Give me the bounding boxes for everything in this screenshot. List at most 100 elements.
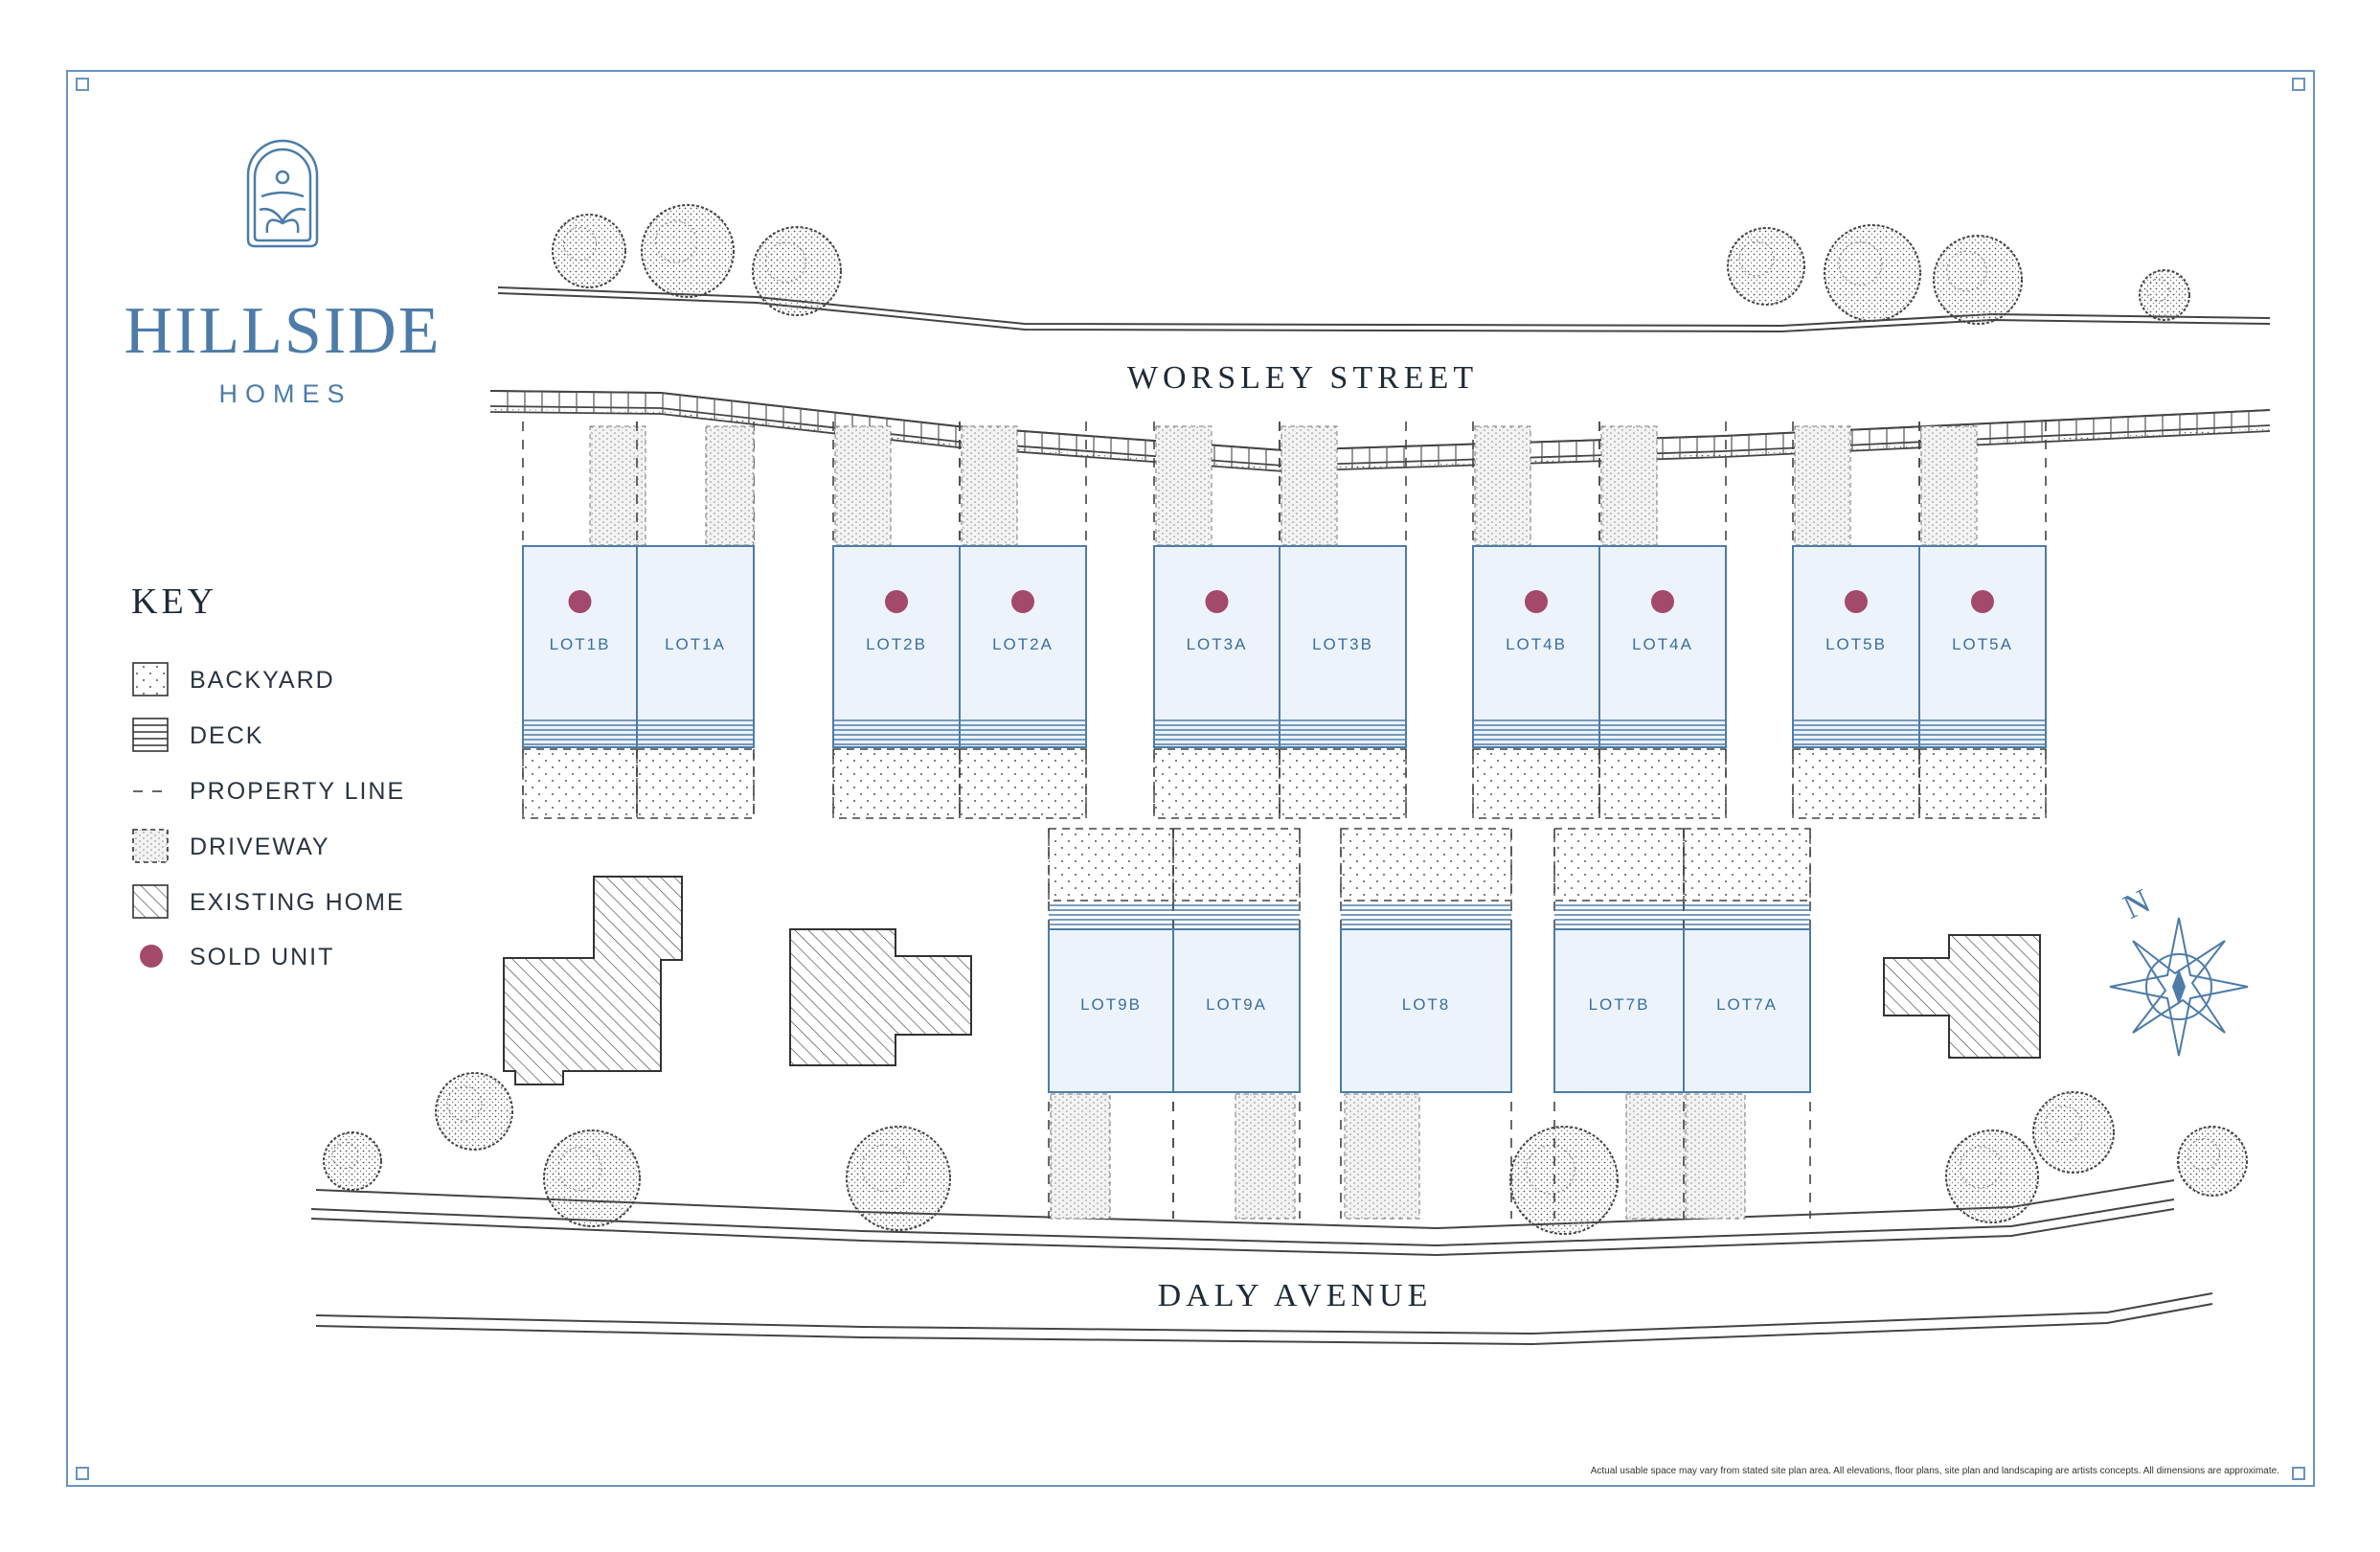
tree [552, 214, 626, 288]
disclaimer-text: Actual usable space may vary from stated… [1591, 1466, 2279, 1476]
lot-unit[interactable]: LOT4A [1598, 422, 1727, 819]
compass-rose [2109, 917, 2249, 1057]
lot-unit[interactable]: LOT2A [959, 422, 1087, 819]
lot-label: LOT7B [1589, 995, 1650, 1014]
lot-label: LOT7A [1716, 995, 1778, 1014]
lot-label: LOT8 [1402, 995, 1451, 1014]
deck [1154, 719, 1280, 745]
lot-footprint [1553, 928, 1685, 1093]
backyard [1683, 828, 1811, 902]
lot-label: LOT3B [1312, 635, 1373, 653]
lot-unit[interactable]: LOT9A [1172, 828, 1301, 1220]
key-swatch-driveway [132, 829, 169, 863]
deck [1049, 904, 1173, 930]
driveway [705, 425, 755, 546]
lot-unit[interactable]: LOT1B [522, 422, 646, 819]
lot-unit[interactable]: LOT3B [1279, 422, 1407, 819]
lot-label: LOT3A [1187, 635, 1248, 653]
driveway [1344, 1093, 1420, 1220]
lot-label: LOT1A [665, 635, 726, 653]
existing-homes [503, 876, 2041, 1085]
brand-subtitle: HOMES [218, 379, 351, 408]
key-swatch-existing-home [132, 884, 169, 919]
lot-unit[interactable]: LOT4B [1472, 422, 1600, 819]
lot-unit[interactable]: LOT3A [1153, 422, 1281, 819]
lot-label: LOT4B [1506, 635, 1567, 653]
key-swatch-sold-unit [140, 945, 163, 968]
deck [960, 719, 1086, 745]
key-label-deck: DECK [190, 722, 263, 749]
lot-unit[interactable]: LOT5A [1918, 422, 2047, 819]
key-label-backyard: BACKYARD [190, 667, 335, 694]
backyard [522, 748, 638, 819]
tree [1824, 224, 1921, 322]
lot-unit[interactable]: LOT7A [1683, 828, 1811, 1220]
driveway [1920, 425, 1978, 546]
backyard [636, 748, 755, 819]
backyard [1172, 828, 1301, 902]
lot-unit[interactable]: LOT1A [636, 422, 755, 819]
compass-north-label: N [2118, 881, 2156, 926]
lot-label: LOT5A [1952, 635, 2013, 653]
lot-footprint [636, 545, 755, 748]
backyard [1279, 748, 1407, 819]
driveway [1600, 425, 1658, 546]
driveway [1474, 425, 1531, 546]
sold-unit-marker [1525, 590, 1548, 613]
lots-north: LOT1B LOT1A LOT2B LOT2A LOT3A LOT3B LOT4B LOT4A… [522, 422, 2047, 819]
sold-unit-marker [885, 590, 908, 613]
sold-unit-marker [1845, 590, 1868, 613]
lot-footprint [1279, 545, 1407, 748]
driveway [1685, 1093, 1746, 1220]
deck [1919, 719, 2046, 745]
backyard [1792, 748, 1920, 819]
worsley-sidewalk [489, 390, 2271, 472]
lot-footprint [1340, 928, 1512, 1093]
sidewalk-pavers [507, 391, 2250, 471]
lot-unit[interactable]: LOT9B [1048, 828, 1174, 1220]
tree [1727, 227, 1805, 306]
deck [1473, 719, 1599, 745]
backyard [1553, 828, 1685, 902]
lot-footprint [1472, 545, 1600, 748]
key-swatch-backyard [132, 662, 169, 696]
tree [1933, 235, 2023, 325]
trees [323, 204, 2248, 1235]
frame-corners [76, 78, 2305, 1480]
sun-hill-arch-icon [246, 139, 319, 248]
lot-label: LOT2A [992, 635, 1054, 653]
lot-footprint [959, 545, 1087, 748]
lot-unit[interactable]: LOT5B [1792, 422, 1920, 819]
backyard [1153, 748, 1281, 819]
brand-logo [246, 139, 319, 248]
lot-label: LOT5B [1825, 635, 1887, 653]
backyard [1340, 828, 1512, 902]
backyard [1598, 748, 1727, 819]
key-title: KEY [131, 582, 217, 622]
sold-unit-marker [1011, 590, 1034, 613]
driveway [961, 425, 1018, 546]
lot-footprint [1598, 545, 1727, 748]
lot-footprint [1153, 545, 1281, 748]
lot-unit[interactable]: LOT8 [1340, 828, 1512, 1220]
deck [1280, 719, 1406, 745]
lot-label: LOT1B [550, 635, 611, 653]
existing-home [503, 876, 683, 1085]
tree [2177, 1126, 2248, 1197]
lot-unit[interactable]: LOT2B [832, 422, 961, 819]
deck [523, 719, 637, 745]
deck [1599, 719, 1726, 745]
driveway [1625, 1093, 1687, 1220]
lot-label: LOT2B [866, 635, 927, 653]
key-swatches [132, 662, 169, 919]
tree [1509, 1126, 1619, 1235]
lot-label: LOT9B [1080, 995, 1142, 1014]
tree [846, 1126, 951, 1231]
lot-unit[interactable]: LOT7B [1553, 828, 1687, 1220]
lot-footprint [832, 545, 961, 748]
tree [543, 1130, 641, 1227]
driveway [1281, 425, 1338, 546]
brand-name: HILLSIDE [125, 294, 442, 368]
lots-south: LOT9B LOT9A LOT8 LOT7B LOT7A [1048, 828, 1811, 1220]
